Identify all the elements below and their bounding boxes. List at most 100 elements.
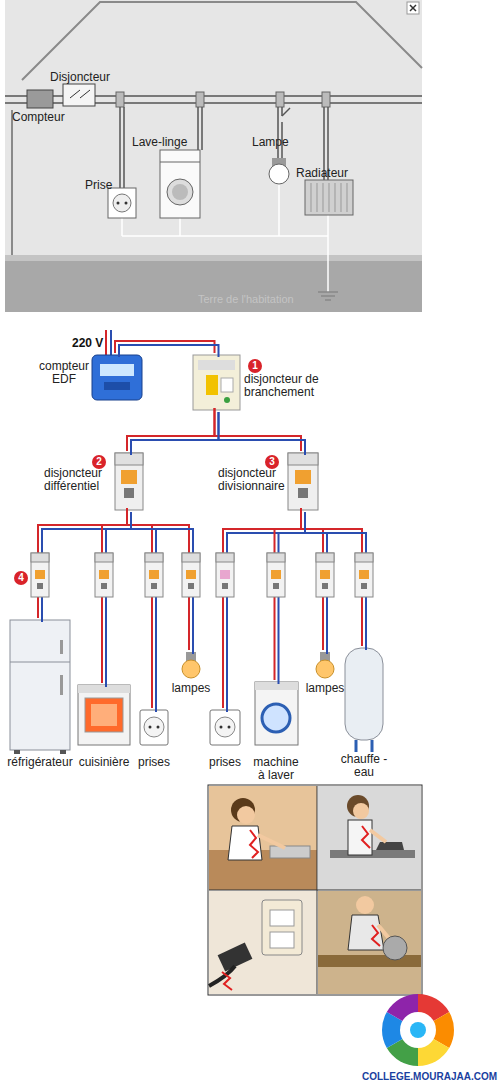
socket-symbol [210, 710, 240, 745]
socket-symbol [117, 202, 120, 205]
differential-breaker [115, 453, 143, 510]
house-wire [322, 92, 330, 107]
safety-illustration [318, 891, 421, 994]
differential-breaker [115, 453, 143, 465]
breaker-symbol [80, 90, 90, 98]
water-heater [355, 740, 358, 752]
socket-symbol [220, 726, 223, 729]
wire [223, 508, 305, 712]
divisional-breaker [288, 453, 318, 465]
meter-symbol [27, 90, 53, 108]
house-wire [123, 107, 125, 188]
node-label: disjoncteur de branchement [244, 373, 336, 399]
safety-illustration [270, 932, 294, 948]
safety-illustration [348, 820, 372, 855]
breaker-symbol [31, 553, 49, 562]
breaker-symbol [31, 553, 49, 597]
wire-line [131, 512, 156, 712]
supply-wire [110, 330, 112, 356]
node-box: disjoncteur différentiel [115, 453, 143, 510]
wire-line [131, 412, 219, 455]
text-label: Lampe [252, 135, 289, 149]
cooker [78, 685, 130, 745]
earth-wire [121, 218, 123, 236]
washing-machine [160, 150, 200, 218]
washing-machine [255, 682, 298, 745]
radiator-symbol [323, 183, 324, 212]
lamp-symbol [182, 652, 200, 678]
lamp-symbol [269, 158, 289, 184]
breaker-symbol [186, 570, 196, 579]
radiator-symbol [311, 183, 312, 212]
text-label: COLLEGE.MOURAJAA.COM [362, 1071, 497, 1082]
safety-illustration [228, 826, 262, 860]
main-breaker [221, 378, 233, 392]
breaker-symbol [31, 553, 49, 597]
safety-illustration [237, 806, 255, 824]
breaker-symbol [37, 583, 43, 589]
house-panel [5, 0, 422, 312]
node-box: disjoncteur de branchement [193, 355, 240, 410]
house-panel [5, 255, 422, 312]
wire-line [119, 345, 219, 357]
text-label: 220 V [72, 336, 103, 350]
house-panel [5, 0, 422, 312]
breaker-symbol [145, 553, 163, 597]
breaker-symbol [267, 553, 285, 597]
refrigerator [60, 750, 66, 754]
water-heater [345, 648, 383, 752]
socket-symbol [215, 717, 235, 737]
washing-machine [167, 179, 193, 205]
site-logo [400, 1012, 436, 1048]
wire-line [301, 508, 362, 646]
safety-illustration [270, 846, 310, 858]
differential-breaker [115, 453, 143, 510]
breaker-symbol [216, 553, 234, 597]
wire-line [227, 512, 305, 712]
safety-illustration [383, 936, 407, 960]
safety-illustration [208, 785, 422, 995]
meter-symbol [100, 364, 134, 376]
earth-wire [278, 184, 280, 236]
main-breaker [193, 355, 240, 410]
breaker-symbol [359, 570, 369, 579]
breaker-symbol [273, 583, 279, 589]
house-wire [277, 107, 279, 158]
divisional-breaker [298, 488, 308, 498]
meter-symbol [104, 382, 130, 390]
breaker-symbol [182, 553, 200, 597]
broken-image-icon [407, 2, 419, 14]
node-label: disjoncteur différentiel [44, 467, 114, 493]
differential-breaker [121, 470, 137, 484]
node-label: lampes [166, 682, 216, 695]
differential-breaker [124, 488, 134, 498]
callout-number: 4 [14, 571, 28, 585]
safety-illustration [362, 826, 370, 848]
breaker-symbol [316, 553, 334, 597]
node-label: prises [128, 756, 180, 769]
safety-illustration [318, 786, 421, 890]
earth-wire [327, 236, 329, 292]
wire-line [115, 341, 215, 353]
meter-symbol [92, 355, 142, 400]
house-panel [22, 2, 422, 80]
safety-illustration [262, 900, 302, 955]
safety-illustration [258, 835, 285, 848]
divisional-breaker [288, 453, 318, 510]
cooker [78, 685, 130, 693]
earth-wire [325, 299, 331, 301]
breaker-symbol [220, 570, 230, 579]
breaker-symbol [267, 553, 285, 597]
main-breaker [206, 375, 218, 395]
house-panel [11, 110, 13, 255]
lamp-symbol [316, 660, 334, 678]
supply-wire [105, 330, 107, 356]
house-panel [5, 255, 422, 261]
socket-symbol [210, 710, 240, 745]
breaker-symbol [188, 583, 194, 589]
supply-wire [106, 330, 111, 356]
radiator-symbol [341, 183, 342, 212]
wire-line [215, 408, 302, 451]
socket-symbol [140, 710, 168, 745]
